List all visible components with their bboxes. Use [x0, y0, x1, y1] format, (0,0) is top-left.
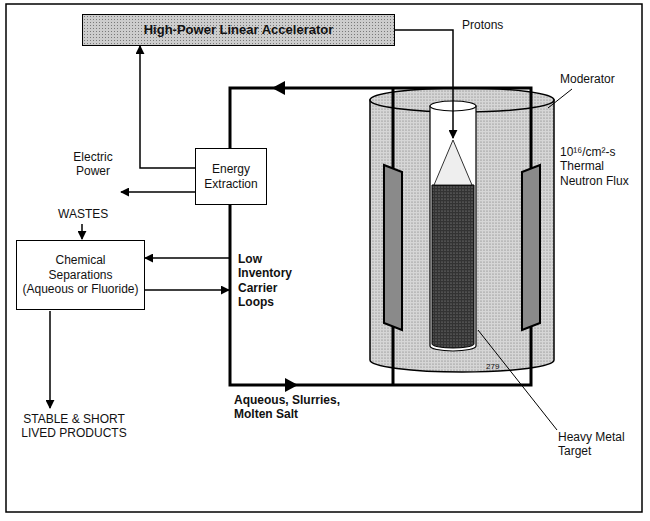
loop-line — [392, 88, 395, 168]
target-column — [430, 106, 476, 351]
loop-arrow — [145, 289, 229, 291]
input-label: WASTES — [58, 207, 128, 221]
box-text: Energy Extraction — [200, 162, 262, 191]
heavy-metal-target — [432, 185, 474, 348]
waste-arrow — [81, 224, 83, 239]
box-text: High-Power Linear Accelerator — [144, 22, 334, 38]
accelerator-box: High-Power Linear Accelerator — [82, 14, 395, 46]
part-label: Heavy Metal Target — [558, 430, 638, 459]
connector-layer — [140, 46, 195, 168]
flow-connector — [140, 46, 195, 168]
leader-line — [478, 330, 557, 430]
loop-line — [230, 88, 531, 168]
process-box: Energy Extraction — [195, 148, 267, 205]
loop-line — [230, 205, 531, 385]
flow-arrows — [50, 30, 453, 408]
flow-arrowhead — [285, 378, 298, 392]
product-arrow — [49, 311, 51, 408]
loop-label: Low Inventory Carrier Loops — [238, 252, 304, 310]
blanket-plate — [522, 165, 540, 330]
flux-note: 10¹⁶/cm²-s Thermal Neutron Flux — [560, 145, 644, 188]
leader-lines — [478, 89, 572, 430]
proton-beam-arrow — [395, 30, 453, 138]
flow-arrowhead — [272, 81, 285, 95]
beam-label: Protons — [462, 18, 532, 32]
moderator-body — [370, 100, 554, 372]
loop-arrow — [145, 257, 229, 259]
beam-cone — [434, 140, 472, 185]
blanket-plate — [384, 165, 402, 330]
box-text: (Aqueous or Fluoride) — [22, 282, 138, 296]
leader-line — [548, 89, 572, 108]
process-box: Chemical Separations(Aqueous or Fluoride… — [16, 240, 145, 310]
box-text: Chemical Separations — [35, 253, 127, 282]
output-label: STABLE & SHORT LIVED PRODUCTS — [14, 412, 134, 441]
carrier-label: Aqueous, Slurries, Molten Salt — [234, 393, 360, 422]
moderator-top — [370, 88, 554, 112]
power-arrow — [121, 191, 195, 193]
part-label: Moderator — [560, 72, 640, 86]
output-label: Electric Power — [64, 150, 122, 179]
reactor-illustration — [370, 88, 554, 372]
figure-number: 279 — [486, 362, 506, 372]
loop-line — [392, 327, 395, 385]
outer-frame — [6, 4, 642, 512]
